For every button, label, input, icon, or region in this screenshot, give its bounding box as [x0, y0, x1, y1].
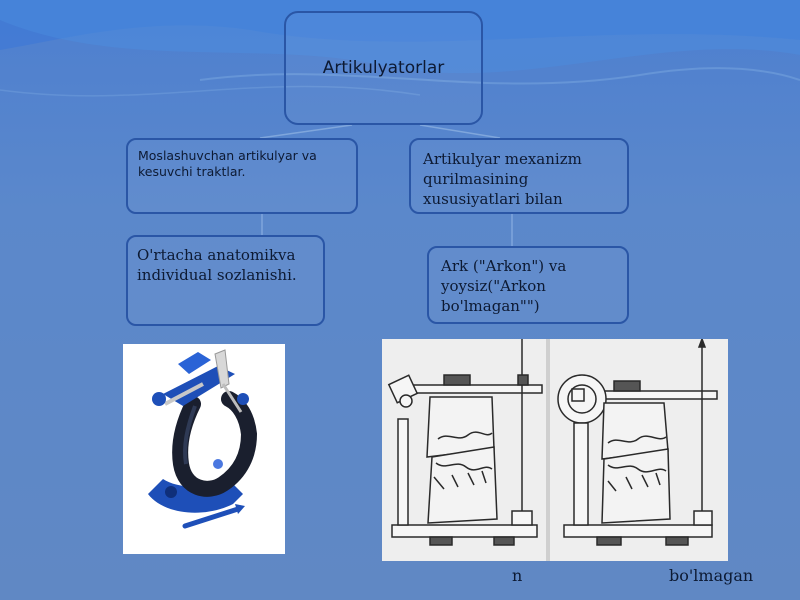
left-child-label: O'rtacha anatomikva individual sozlanish… — [137, 246, 297, 284]
articulator-photo — [123, 344, 285, 554]
arcon-drawing — [387, 339, 543, 546]
right-branch-node: Artikulyar mexanizm qurilmasining xususi… — [409, 138, 629, 214]
articulator-drawings — [382, 339, 728, 561]
right-child-label: Ark ("Arkon") va yoysiz("Arkon bo'lmagan… — [441, 257, 567, 315]
caption-right: bo'lmagan — [669, 566, 754, 585]
left-branch-label: Moslashuvchan artikulyar va kesuvchi tra… — [138, 148, 317, 179]
left-child-node: O'rtacha anatomikva individual sozlanish… — [126, 235, 325, 326]
right-child-node: Ark ("Arkon") va yoysiz("Arkon bo'lmagan… — [427, 246, 629, 324]
left-branch-node: Moslashuvchan artikulyar va kesuvchi tra… — [126, 138, 358, 214]
root-node-label: Artikulyatorlar — [322, 58, 445, 78]
caption-left: n — [512, 566, 523, 585]
non-arcon-drawing — [557, 339, 718, 546]
right-branch-label: Artikulyar mexanizm qurilmasining xususi… — [423, 150, 582, 208]
root-node: Artikulyatorlar — [284, 11, 483, 125]
